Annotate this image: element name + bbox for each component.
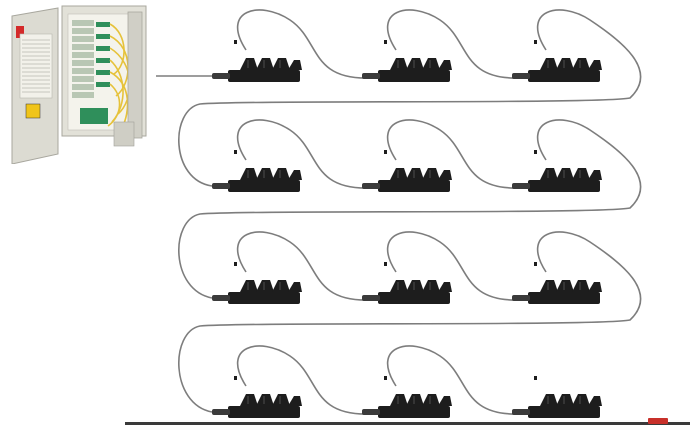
splice-trays xyxy=(72,20,94,98)
closure-unit xyxy=(211,149,303,193)
closure-unit xyxy=(511,375,603,419)
closure-unit xyxy=(361,149,453,193)
closure-unit xyxy=(211,375,303,419)
cable-runs xyxy=(156,9,642,415)
closure-unit xyxy=(511,149,603,193)
adapter-modules xyxy=(80,22,110,124)
closure-row-4 xyxy=(211,375,603,419)
closure-unit xyxy=(361,375,453,419)
cable-entry-bracket xyxy=(113,121,135,147)
closure-unit xyxy=(211,261,303,305)
cabinet-side-panel xyxy=(127,11,143,139)
red-marker xyxy=(648,418,668,424)
warning-label xyxy=(25,103,41,119)
label-sheet-lines xyxy=(22,39,50,93)
closure-unit xyxy=(361,261,453,305)
door-label-sheet xyxy=(19,33,53,99)
floor-line xyxy=(125,422,690,425)
cabinet-illustration xyxy=(11,5,147,165)
closure-unit xyxy=(511,39,603,83)
brand-logo xyxy=(16,26,24,38)
closure-unit xyxy=(361,39,453,83)
closure-unit xyxy=(211,39,303,83)
fiber-distribution-cabinet xyxy=(10,4,150,165)
closure-unit xyxy=(511,261,603,305)
